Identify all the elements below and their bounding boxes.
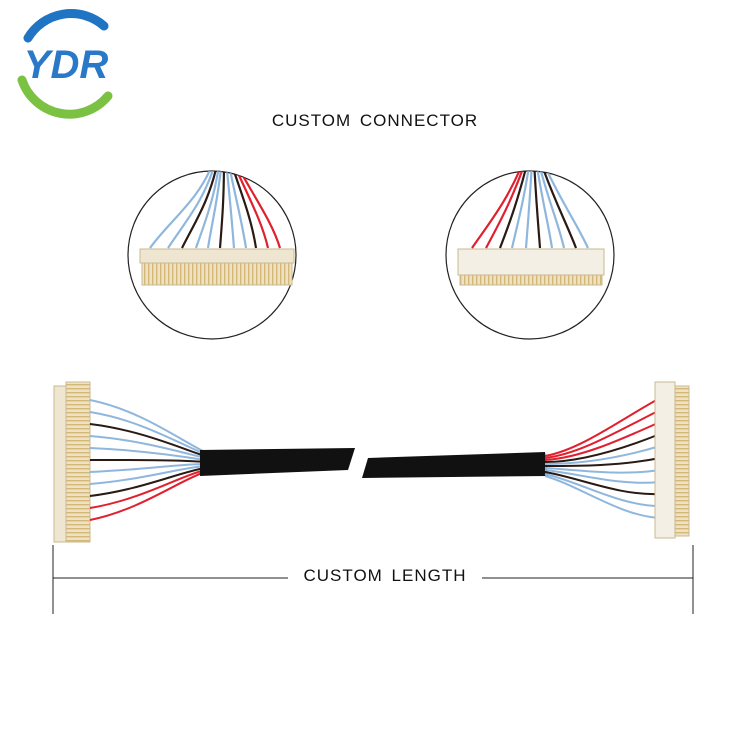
length-dimension — [52, 545, 694, 614]
connector-detail-left — [127, 170, 297, 340]
connector-detail-right — [445, 170, 615, 340]
custom-length-label: CUSTOM LENGTH — [290, 566, 480, 586]
logo-text: YDR — [24, 43, 109, 87]
ydr-logo: YDR — [17, 9, 113, 119]
cable-assembly — [53, 381, 690, 543]
custom-connector-heading: CUSTOM CONNECTOR — [271, 111, 479, 130]
